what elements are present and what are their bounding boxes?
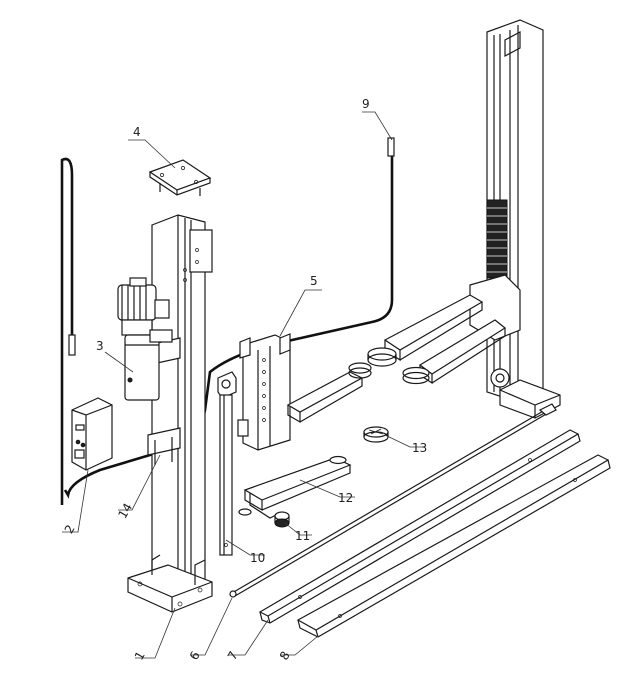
callout-14: 14 bbox=[115, 501, 135, 521]
callout-11: 11 bbox=[295, 529, 310, 543]
offside-column bbox=[469, 19, 561, 419]
callout-10: 10 bbox=[250, 551, 265, 565]
callout-13: 13 bbox=[412, 441, 427, 455]
top-cover-plate-4 bbox=[148, 159, 212, 196]
callout-leaders bbox=[62, 111, 425, 659]
power-unit-motor-3 bbox=[117, 277, 173, 401]
callout-12: 12 bbox=[338, 491, 353, 505]
callout-1: 1 bbox=[132, 649, 148, 663]
offside-arms bbox=[367, 294, 510, 388]
callout-9: 9 bbox=[362, 97, 370, 111]
callout-8: 8 bbox=[277, 649, 293, 663]
lift-pad-13 bbox=[363, 426, 389, 443]
rubber-pad-11 bbox=[274, 511, 290, 528]
callout-3: 3 bbox=[96, 339, 104, 353]
callout-2: 2 bbox=[62, 522, 78, 536]
floor-cover-7 bbox=[258, 429, 581, 624]
callout-5: 5 bbox=[310, 274, 318, 288]
control-box-2 bbox=[71, 397, 113, 471]
callout-6: 6 bbox=[187, 649, 203, 663]
hydraulic-hose-9 bbox=[60, 137, 395, 505]
callout-7: 7 bbox=[225, 649, 241, 663]
callout-4: 4 bbox=[133, 125, 141, 139]
hydraulic-cylinder-10 bbox=[217, 371, 237, 556]
lifting-arm-12 bbox=[238, 455, 352, 519]
floor-plate-8 bbox=[296, 454, 611, 638]
carriage-5 bbox=[237, 333, 372, 451]
power-column-1 bbox=[127, 214, 213, 613]
balance-cable-6 bbox=[229, 403, 557, 598]
